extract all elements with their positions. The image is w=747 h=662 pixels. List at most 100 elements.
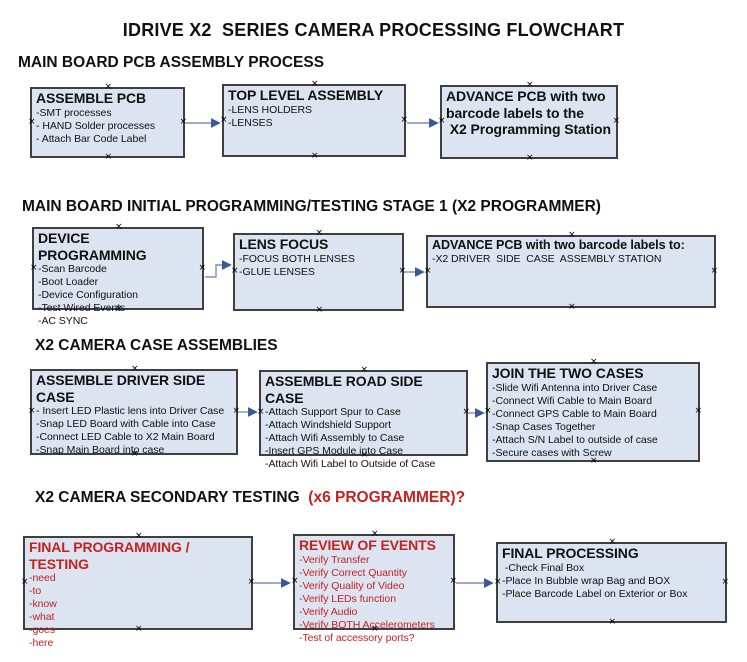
box-item: -Slide Wifi Antenna into Driver Case xyxy=(492,381,658,394)
flow-box-device-programming: DEVICE PROGRAMMING -Scan Barcode-Boot Lo… xyxy=(30,223,206,328)
flow-box-lens-focus: LENS FOCUS -FOCUS BOTH LENSES-GLUE LENSE… xyxy=(231,229,406,315)
box-item-list: -Attach Support Spur to Case-Attach Wind… xyxy=(265,406,464,471)
box-item: -Verify LEDs function xyxy=(299,592,396,605)
connection-handle-icon: × xyxy=(220,114,228,125)
box-item: -AC SYNC xyxy=(38,315,88,328)
connection-handle-icon: × xyxy=(424,265,432,276)
box-item: -here xyxy=(29,637,54,650)
section-heading-secondary-testing: X2 CAMERA SECONDARY TESTING (x6 PROGRAMM… xyxy=(35,489,465,507)
box-item: -Snap Main Board into case xyxy=(36,444,165,457)
box-item-list: -SMT processes- HAND Solder processes- A… xyxy=(36,107,181,146)
box-item-list: -FOCUS BOTH LENSES-GLUE LENSES xyxy=(239,253,400,279)
box-title: ADVANCE PCB with two barcode labels to t… xyxy=(446,88,611,138)
box-item: - HAND Solder processes xyxy=(36,119,156,132)
box-item: -SMT processes xyxy=(36,106,112,119)
flow-box-advance-pcb-programming-station: ADVANCE PCB with two barcode labels to t… xyxy=(438,81,620,163)
flow-box-join-the-two-cases: JOIN THE TWO CASES -Slide Wifi Antenna i… xyxy=(484,358,702,466)
box-item: -Verify Transfer xyxy=(299,553,370,566)
box-title: DEVICE PROGRAMMING xyxy=(38,230,147,263)
box-title: ASSEMBLE DRIVER SIDE CASE xyxy=(36,372,209,405)
box-item: -Test Wired Events xyxy=(38,302,126,315)
connection-handle-icon: × xyxy=(484,406,492,416)
box-item: -goes xyxy=(29,624,56,637)
box-item: -GLUE LENSES xyxy=(239,265,315,278)
box-title: TOP LEVEL ASSEMBLY xyxy=(228,87,384,103)
flow-box-assemble-road-side-case: ASSEMBLE ROAD SIDE CASE -Attach Support … xyxy=(257,366,470,471)
box-item: -Verify BOTH Accelerometers xyxy=(299,618,435,631)
box-item: -Test of accessory ports? xyxy=(299,631,415,644)
box-item-list: -Scan Barcode-Boot Loader-Device Configu… xyxy=(38,263,200,328)
section-heading-black-part: X2 CAMERA SECONDARY TESTING xyxy=(35,489,304,506)
flow-box-assemble-pcb: ASSEMBLE PCB -SMT processes- HAND Solder… xyxy=(28,83,187,162)
box-title: ASSEMBLE ROAD SIDE CASE xyxy=(265,373,427,406)
connector-arrow-r2-1 xyxy=(205,260,232,278)
connection-handle-icon: × xyxy=(710,265,718,276)
box-item-list: -need-to-know-what-goes-here xyxy=(29,572,249,650)
connection-handle-icon: × xyxy=(291,576,299,586)
section-heading-initial-programming: MAIN BOARD INITIAL PROGRAMMING/TESTING S… xyxy=(22,198,601,215)
box-item: -need xyxy=(29,572,56,585)
connection-handle-icon: × xyxy=(104,152,113,162)
connection-handle-icon: × xyxy=(257,407,265,417)
box-item: -to xyxy=(29,585,42,598)
box-item: -Attach Wifi Label to Outside of Case xyxy=(265,458,436,471)
box-item-list: -Verify Transfer-Verify Correct Quantity… xyxy=(299,554,451,645)
box-title: ASSEMBLE PCB xyxy=(36,90,147,106)
box-item: -what xyxy=(29,611,55,624)
connection-handle-icon: × xyxy=(608,617,617,627)
section-heading-red-part: (x6 PROGRAMMER)? xyxy=(304,489,466,506)
box-item: -LENSES xyxy=(228,116,273,129)
box-item: - Attach Bar Code Label xyxy=(36,132,147,145)
box-item-list: - Insert LED Plastic lens into Driver Ca… xyxy=(36,405,234,457)
box-title: JOIN THE TWO CASES xyxy=(492,365,644,381)
box-item: -Place In Bubble wrap Bag and BOX xyxy=(502,574,671,587)
box-title: LENS FOCUS xyxy=(239,236,329,252)
connection-handle-icon: × xyxy=(30,262,38,273)
connection-handle-icon: × xyxy=(494,576,502,587)
flow-box-review-of-events: REVIEW OF EVENTS -Verify Transfer-Verify… xyxy=(291,530,457,644)
box-item: -Insert GPS Module into Case xyxy=(265,445,404,458)
box-item: -know xyxy=(29,598,57,611)
box-item: -Check Final Box xyxy=(502,561,585,574)
box-item: -Connect GPS Cable to Main Board xyxy=(492,407,657,420)
box-item: -Attach Windshield Support xyxy=(265,419,391,432)
box-item: -Attach S/N Label to outside of case xyxy=(492,433,658,446)
flow-box-advance-pcb-driver-side-station: ADVANCE PCB with two barcode labels to: … xyxy=(424,231,718,312)
box-item: -Snap Cases Together xyxy=(492,420,596,433)
box-item: -Device Configuration xyxy=(38,289,138,302)
box-item: -Snap LED Board with Cable into Case xyxy=(36,418,216,431)
box-item-list: -X2 DRIVER SIDE CASE ASSEMBLY STATION xyxy=(432,253,712,266)
page-title: IDRIVE X2 SERIES CAMERA PROCESSING FLOWC… xyxy=(122,20,625,40)
box-item: -Connect Wifi Cable to Main Board xyxy=(492,394,653,407)
flow-box-assemble-driver-side-case: ASSEMBLE DRIVER SIDE CASE - Insert LED P… xyxy=(28,365,240,459)
box-item: -Place Barcode Label on Exterior or Box xyxy=(502,587,688,600)
connection-handle-icon: × xyxy=(568,302,576,312)
box-item: -X2 DRIVER SIDE CASE ASSEMBLY STATION xyxy=(432,252,662,265)
box-item-list: -LENS HOLDERS-LENSES xyxy=(228,104,402,130)
box-item: -Attach Support Spur to Case xyxy=(265,406,401,419)
box-item: -Connect LED Cable to X2 Main Board xyxy=(36,431,215,444)
connection-handle-icon: × xyxy=(28,116,36,127)
box-title: FINAL PROGRAMMING / TESTING xyxy=(29,539,194,572)
section-heading-case-assemblies: X2 CAMERA CASE ASSEMBLIES xyxy=(35,337,278,354)
box-item-list: -Slide Wifi Antenna into Driver Case-Con… xyxy=(492,382,696,460)
flow-box-final-processing: FINAL PROCESSING -Check Final Box-Place … xyxy=(494,538,729,627)
box-item: -LENS HOLDERS xyxy=(228,103,312,116)
flow-box-final-programming-testing: FINAL PROGRAMMING / TESTING -need-to-kno… xyxy=(21,532,255,650)
section-heading-pcb-assembly: MAIN BOARD PCB ASSEMBLY PROCESS xyxy=(18,54,325,71)
box-item-list: -Check Final Box-Place In Bubble wrap Ba… xyxy=(502,562,723,601)
box-item: -Secure cases with Screw xyxy=(492,446,612,459)
box-title: REVIEW OF EVENTS xyxy=(299,537,436,553)
box-item: -Verify Correct Quantity xyxy=(299,566,407,579)
box-item: -Boot Loader xyxy=(38,276,99,289)
connection-handle-icon: × xyxy=(526,153,534,163)
box-item: -Verify Audio xyxy=(299,605,358,618)
box-title: FINAL PROCESSING xyxy=(502,545,639,561)
connection-handle-icon: × xyxy=(315,305,324,315)
box-item: -FOCUS BOTH LENSES xyxy=(239,252,355,265)
box-item: - Insert LED Plastic lens into Driver Ca… xyxy=(36,405,225,418)
connection-handle-icon: × xyxy=(28,406,36,416)
box-title: ADVANCE PCB with two barcode labels to: xyxy=(432,238,685,252)
connection-handle-icon: × xyxy=(438,116,446,126)
